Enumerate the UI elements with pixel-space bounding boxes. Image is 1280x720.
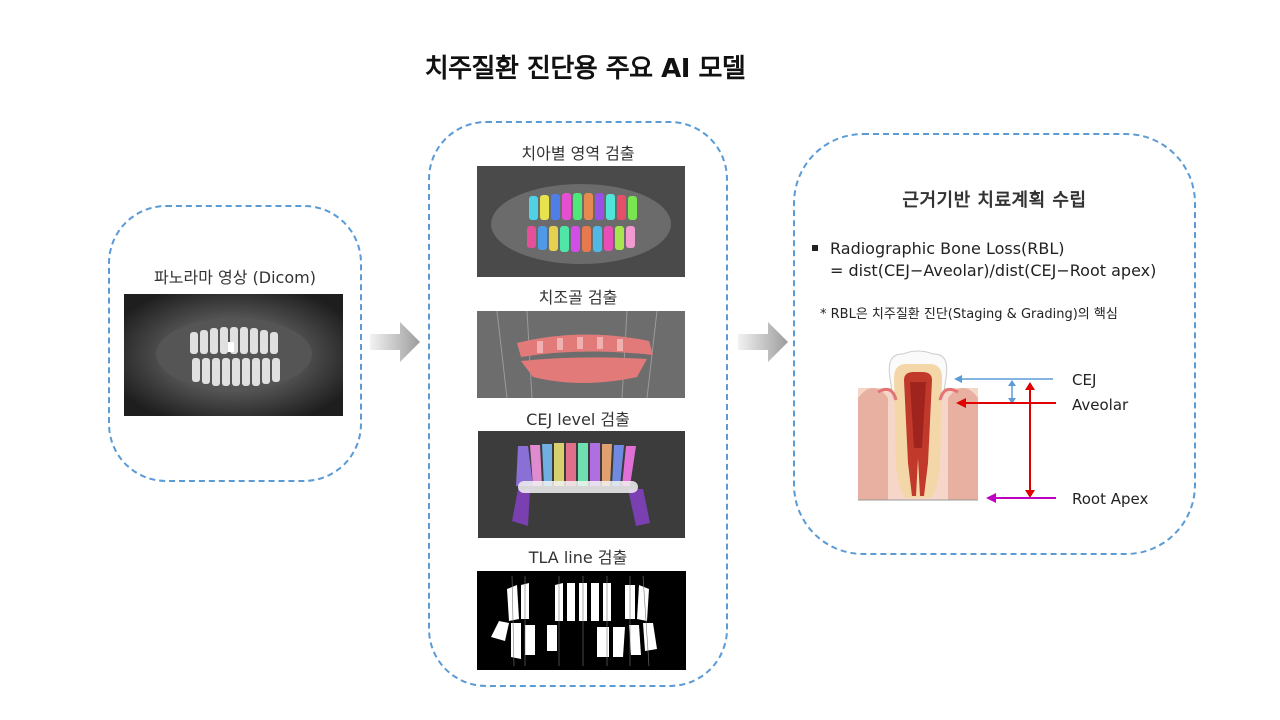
arrow-right-icon (738, 322, 788, 362)
label-root-apex: Root Apex (1072, 490, 1149, 508)
input-panel (108, 205, 362, 482)
arrow-right-icon (370, 322, 420, 362)
rbl-note: * RBL은 치주질환 진단(Staging & Grading)의 핵심 (820, 307, 1118, 322)
plan-title: 근거기반 치료계획 수립 (902, 190, 1087, 211)
panoramic-xray-image (124, 294, 343, 416)
tla-line-image (477, 571, 686, 670)
page-title: 치주질환 진단용 주요 AI 모델 (424, 54, 746, 84)
treatment-plan-panel (793, 133, 1196, 555)
tooth-diagram (858, 350, 1056, 503)
rbl-bullet-line1: Radiographic Bone Loss(RBL) (830, 239, 1065, 258)
model-label-tooth-region: 치아별 영역 검출 (521, 144, 635, 163)
cej-level-image (478, 431, 685, 538)
model-label-alveolar-bone: 치조골 검출 (538, 288, 618, 307)
alveolar-bone-image (477, 311, 685, 398)
models-panel (428, 121, 728, 687)
bullet-square-icon (812, 244, 818, 251)
label-cej: CEJ (1072, 371, 1097, 389)
tooth-region-image (477, 166, 685, 277)
label-aveolar: Aveolar (1072, 396, 1129, 414)
model-label-tla-line: TLA line 검출 (528, 548, 628, 567)
rbl-bullet-line2: = dist(CEJ−Aveolar)/dist(CEJ−Root apex) (830, 261, 1157, 280)
rbl-bullet: Radiographic Bone Loss(RBL) = dist(CEJ−A… (812, 238, 1156, 282)
model-label-cej-level: CEJ level 검출 (526, 410, 630, 429)
input-label: 파노라마 영상 (Dicom) (154, 268, 316, 287)
